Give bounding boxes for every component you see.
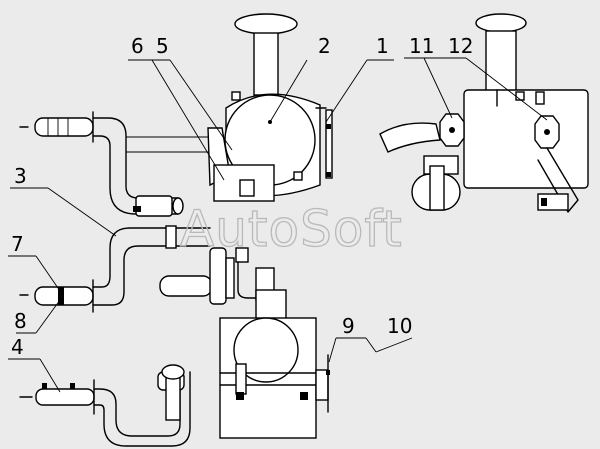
callout-12: 12 [448,34,473,58]
muffler-front-view [207,13,333,202]
callout-1: 1 [376,34,389,58]
callout-8: 8 [14,309,27,333]
callout-9: 9 [342,314,355,338]
middle-pipe-assembly [19,225,287,321]
callout-2: 2 [318,34,331,58]
lower-pipe-assembly [19,364,191,447]
leader-lines [8,57,548,393]
callout-6: 6 [131,34,144,58]
callout-7: 7 [11,232,24,256]
callout-10: 10 [387,314,412,338]
muffler-side-view [379,13,589,213]
watermark: AutoSoft [180,200,403,258]
callout-5: 5 [156,34,169,58]
muffler-lower-view [219,317,330,439]
callout-11: 11 [409,34,434,58]
callout-4: 4 [11,335,24,359]
upper-pipe-assembly [19,111,222,217]
callout-3: 3 [14,164,27,188]
